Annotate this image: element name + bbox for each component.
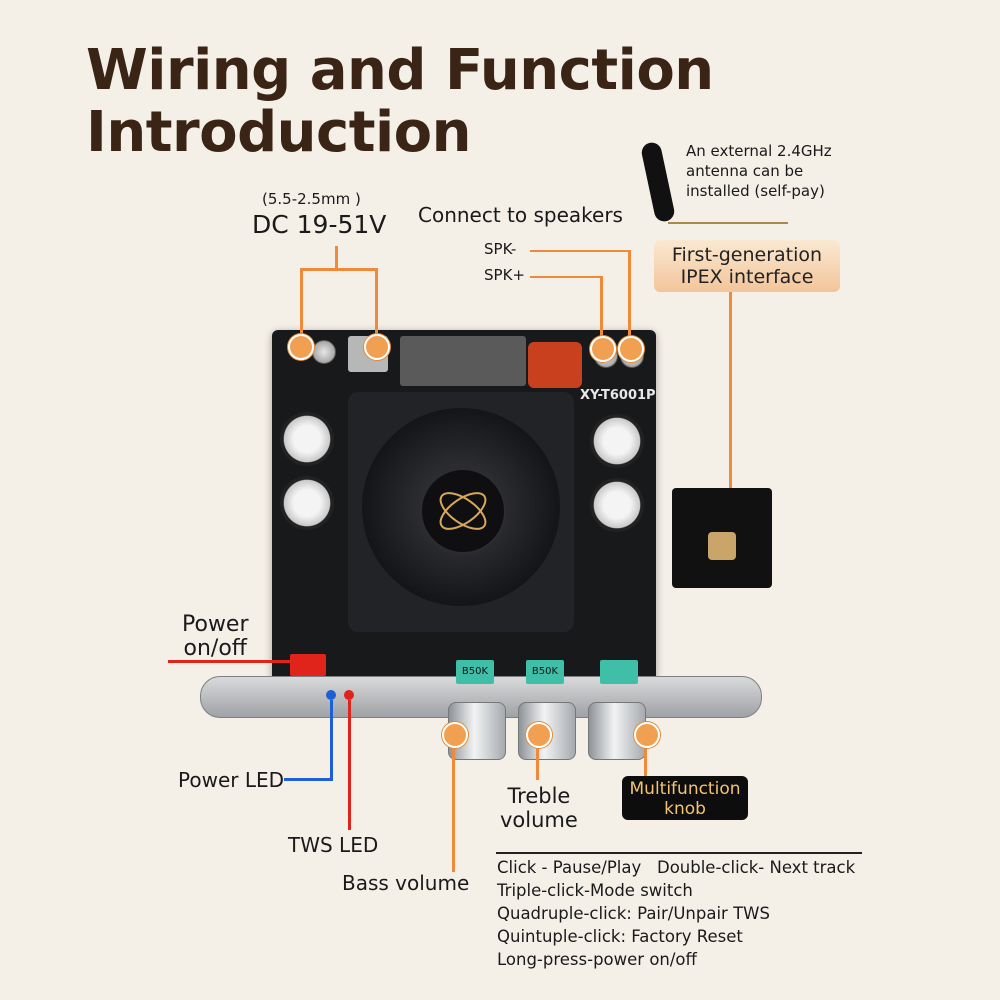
dc-plus-marker [364,334,390,360]
speakers-heading: Connect to speakers [418,203,623,227]
power-led-leader-v [330,700,333,780]
bass-leader [452,740,455,872]
ipex-leader-line [729,292,732,492]
inductor-block [400,336,526,386]
power-label-line-2: on/off [183,636,247,661]
antenna-note-line-3: installed (self-pay) [686,182,825,200]
dc-right-leader [375,268,378,338]
capacitor [280,412,334,466]
power-led-label: Power LED [178,768,285,792]
ipex-badge: First-generation IPEX interface [654,240,840,292]
antenna-note: An external 2.4GHz antenna can be instal… [686,141,832,201]
treble-leader [536,740,539,780]
fan-logo-icon [420,468,506,554]
spk-minus-marker [618,336,644,362]
function-item: Click - Pause/Play Double-click- Next tr… [497,858,856,877]
function-divider [496,852,862,854]
treble-pot: B50K [526,660,564,684]
title-line-1: Wiring and Function [86,38,714,103]
title-line-2: Introduction [86,100,472,165]
spk-plus-drop [600,276,603,342]
dc-bracket [300,268,378,271]
bass-marker [442,722,468,748]
capacitor [280,476,334,530]
spk-plus-marker [590,336,616,362]
spk-minus-label: SPK- [484,240,517,258]
tws-led-leader [348,700,351,830]
multifunction-marker [634,722,660,748]
tws-led [344,690,354,700]
dc-voltage-label: DC 19-51V [252,210,387,239]
power-led [326,690,336,700]
tws-led-label: TWS LED [288,833,379,857]
spk-plus-leader [530,276,602,278]
spk-plus-label: SPK+ [484,266,525,284]
ipex-closeup [672,488,772,588]
multifunction-line-2: knob [664,799,706,819]
capacitor [590,478,644,532]
function-item: Quintuple-click: Factory Reset [497,927,743,946]
multifunction-line-1: Multifunction [629,779,741,799]
page-title: Wiring and Function Introduction [86,40,714,164]
multifunction-badge: Multifunction knob [622,776,748,820]
dc-left-leader [300,268,303,338]
capacitor [590,414,644,468]
power-led-leader-h [284,778,333,781]
treble-label-line-1: Treble [507,784,571,808]
multifunction-leader [644,740,647,776]
function-item: Triple-click-Mode switch [497,881,693,900]
function-item: Quadruple-click: Pair/Unpair TWS [497,904,770,923]
ipex-line-1: First-generation [671,244,823,266]
treble-volume-label: Treble volume [500,784,578,832]
multifunction-encoder [600,660,638,684]
antenna-note-line-1: An external 2.4GHz [686,142,832,160]
ipex-connector [708,532,736,560]
function-item: Long-press-power on/off [497,950,697,969]
model-label: XY-T6001P [580,388,656,403]
ipex-line-2: IPEX interface [680,266,814,288]
antenna-note-line-2: antenna can be [686,162,804,180]
dc-terminal-screw [312,340,336,364]
power-switch-leader [168,660,290,663]
antenna-cable [668,222,788,224]
red-capacitors [528,342,582,388]
power-switch-label: Power on/off [182,613,249,661]
dc-size-label: (5.5-2.5mm ) [262,190,361,208]
dc-minus-marker [288,334,314,360]
spk-minus-leader [530,250,630,252]
power-switch[interactable] [290,654,326,676]
treble-marker [526,722,552,748]
power-label-line-1: Power [182,612,249,637]
dc-bracket-stem [335,246,338,268]
function-list: Click - Pause/Play Double-click- Next tr… [497,856,855,971]
bass-pot: B50K [456,660,494,684]
treble-label-line-2: volume [500,808,578,832]
bass-volume-label: Bass volume [342,871,470,895]
spk-minus-drop [628,250,631,342]
